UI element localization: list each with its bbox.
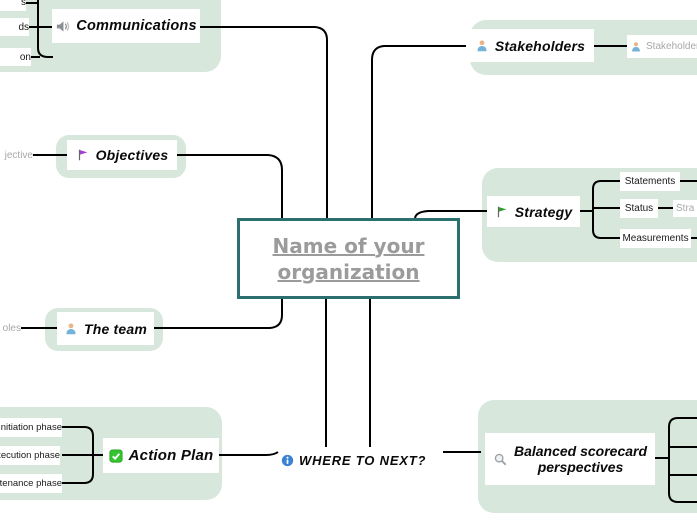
info-icon bbox=[281, 454, 294, 467]
topic-balanced-scorecard-line2: perspectives bbox=[537, 459, 624, 475]
central-topic-line2: organization bbox=[277, 259, 420, 284]
communications-children-trunk-line bbox=[37, 0, 53, 58]
topic-communications-label: Communications bbox=[76, 18, 197, 34]
bsc-children-trunk-line bbox=[668, 417, 697, 503]
communications-child-node[interactable]: ds bbox=[0, 18, 29, 36]
communications-child-label: ds bbox=[18, 21, 29, 33]
action-plan-wherenext-line bbox=[219, 451, 279, 456]
topic-strategy-label: Strategy bbox=[514, 203, 573, 220]
communications-center-line bbox=[200, 26, 328, 219]
topic-communications[interactable]: Communications bbox=[52, 9, 200, 43]
communications-child-node[interactable]: s bbox=[0, 0, 26, 11]
team-center-line bbox=[154, 299, 283, 329]
status-child-label: Stra bbox=[676, 203, 695, 214]
topic-stakeholders[interactable]: Stakeholders bbox=[466, 29, 594, 62]
person-icon bbox=[475, 39, 489, 53]
central-topic-line1: Name of your bbox=[272, 233, 425, 258]
objectives-center-line bbox=[177, 154, 283, 219]
flag-purple-icon bbox=[76, 148, 90, 162]
action-plan-phase-node[interactable]: tenance phase bbox=[0, 474, 62, 493]
phase-label: tenance phase bbox=[0, 478, 62, 489]
action-plan-phase-node[interactable]: Initiation phase bbox=[0, 418, 62, 437]
strategy-child-label: Status bbox=[624, 203, 654, 214]
topic-team[interactable]: The team bbox=[57, 312, 154, 345]
magnifier-icon bbox=[493, 452, 508, 467]
stakeholders-child-label: Stakeholder bbox=[646, 41, 697, 52]
objectives-child-node[interactable]: jective bbox=[0, 145, 33, 165]
topic-action-plan-label: Action Plan bbox=[128, 447, 214, 464]
topic-objectives-label: Objectives bbox=[95, 147, 169, 163]
communications-child-label: on bbox=[19, 51, 31, 63]
speaker-icon bbox=[55, 19, 70, 34]
central-topic[interactable]: Name of your organization bbox=[237, 218, 460, 299]
strategy-center-line bbox=[414, 210, 487, 220]
topic-where-to-next-label: WHERE TO NEXT? bbox=[299, 452, 427, 468]
strategy-child-label: Measurements bbox=[622, 233, 689, 244]
phase-label: Initiation phase bbox=[0, 422, 62, 433]
team-child-label: oles bbox=[2, 322, 21, 334]
topic-where-to-next[interactable]: WHERE TO NEXT? bbox=[281, 450, 426, 470]
flag-green-icon bbox=[495, 205, 509, 219]
stakeholders-center-line bbox=[371, 45, 466, 219]
checkbox-icon bbox=[109, 448, 123, 463]
strategy-children-trunk-line bbox=[592, 180, 620, 239]
strategy-child-statements[interactable]: Statements bbox=[620, 172, 680, 191]
objectives-child-label: jective bbox=[4, 149, 33, 161]
phase-label: xecution phase bbox=[0, 450, 60, 461]
strategy-child-measurements[interactable]: Measurements bbox=[620, 229, 691, 248]
topic-objectives[interactable]: Objectives bbox=[67, 140, 177, 170]
action-plan-phase-node[interactable]: xecution phase bbox=[0, 446, 60, 465]
status-child-node[interactable]: Stra bbox=[673, 200, 697, 217]
team-child-node[interactable]: oles bbox=[0, 318, 21, 338]
person-icon bbox=[630, 41, 642, 53]
stakeholders-child-node[interactable]: Stakeholder bbox=[627, 35, 697, 58]
strategy-child-status[interactable]: Status bbox=[620, 199, 658, 218]
communications-child-label: s bbox=[21, 0, 26, 8]
topic-balanced-scorecard[interactable]: Balanced scorecard perspectives bbox=[485, 433, 655, 485]
topic-team-label: The team bbox=[83, 320, 148, 337]
communications-child-node[interactable]: on bbox=[0, 48, 31, 66]
strategy-child-label: Statements bbox=[624, 176, 676, 187]
topic-strategy[interactable]: Strategy bbox=[487, 196, 580, 227]
topic-action-plan[interactable]: Action Plan bbox=[103, 438, 219, 473]
topic-balanced-scorecard-line1: Balanced scorecard bbox=[513, 442, 648, 459]
topic-stakeholders-label: Stakeholders bbox=[494, 37, 586, 54]
person-icon bbox=[64, 322, 78, 336]
